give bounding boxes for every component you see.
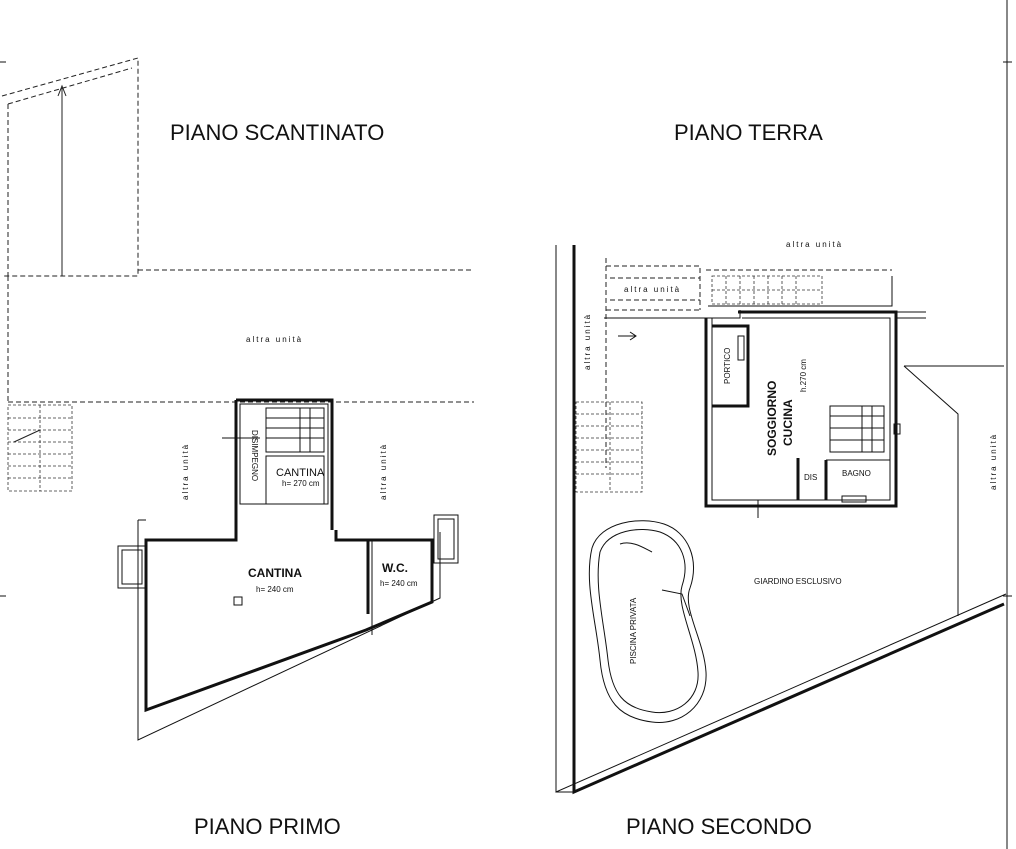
ground-top-stair bbox=[711, 275, 823, 305]
other-unit-label: altra unità bbox=[246, 335, 303, 344]
room-height-cellar-main: h= 240 cm bbox=[256, 585, 294, 594]
ground-stair bbox=[829, 405, 885, 453]
basement-stair bbox=[265, 407, 325, 453]
other-unit-label: altra unità bbox=[786, 240, 843, 249]
room-label-kitchen: CUCINA bbox=[781, 399, 795, 446]
room-label-wc: W.C. bbox=[382, 561, 408, 575]
floor-title-ground: PIANO TERRA bbox=[674, 120, 823, 145]
pool-outline bbox=[588, 520, 707, 723]
floor-title-basement: PIANO SCANTINATO bbox=[170, 120, 384, 145]
room-label-bath: BAGNO bbox=[842, 469, 871, 478]
other-unit-label: altra unità bbox=[379, 443, 388, 500]
other-unit-label: altra unità bbox=[624, 285, 681, 294]
room-label-hallway: DISIMPEGNO bbox=[250, 430, 259, 481]
room-label-living: SOGGIORNO bbox=[765, 381, 779, 456]
room-label-porch: PORTICO bbox=[723, 348, 732, 384]
room-label-dis: DIS bbox=[804, 473, 817, 482]
ground-left-stair bbox=[575, 401, 643, 493]
other-unit-label: altra unità bbox=[181, 443, 190, 500]
room-label-cellar-main: CANTINA bbox=[248, 566, 302, 580]
left-stair bbox=[7, 404, 73, 492]
room-label-cellar-small: CANTINA bbox=[276, 467, 325, 479]
room-label-pool: PISCINA PRIVATA bbox=[629, 597, 638, 664]
ground-plan: altra unità altra unità altra unità altr… bbox=[555, 240, 1007, 795]
room-height-living: h.270 cm bbox=[799, 359, 808, 392]
other-unit-label: altra unità bbox=[989, 433, 998, 490]
room-height-wc: h= 240 cm bbox=[380, 579, 418, 588]
floor-title-second: PIANO SECONDO bbox=[626, 814, 812, 839]
room-height-cellar-small: h= 270 cm bbox=[282, 479, 320, 488]
basement-plan: altra unità altra unità altra unità DISI… bbox=[1, 57, 474, 741]
other-unit-label: altra unità bbox=[583, 313, 592, 370]
room-label-garden: GIARDINO ESCLUSIVO bbox=[754, 577, 842, 586]
floor-title-first: PIANO PRIMO bbox=[194, 814, 341, 839]
